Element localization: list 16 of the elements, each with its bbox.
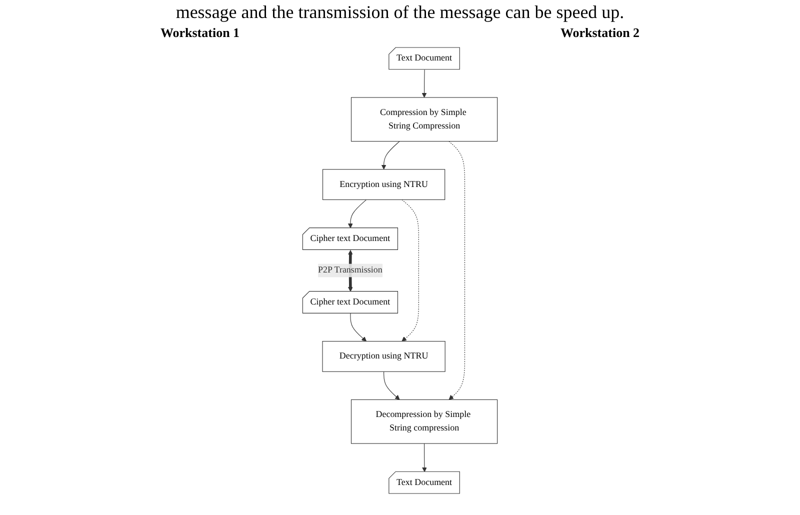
node-box: Encryption using NTRU bbox=[322, 169, 446, 200]
node-box: Decryption using NTRU bbox=[322, 341, 446, 372]
arrow bbox=[422, 69, 427, 98]
arrow bbox=[384, 371, 400, 400]
node-box: Compression by Simple String Compression bbox=[350, 97, 498, 142]
arrow bbox=[422, 443, 427, 472]
node-box: Decompression by Simple String compression bbox=[350, 399, 498, 444]
body-text: message and the transmission of the message can be speed up. bbox=[174, 2, 626, 23]
arrow bbox=[348, 199, 367, 228]
arrow bbox=[448, 141, 466, 400]
column-heading: Workstation 1 bbox=[160, 25, 240, 41]
arrow bbox=[402, 199, 419, 342]
arrow bbox=[381, 141, 400, 170]
arrow bbox=[350, 313, 367, 342]
column-heading: Workstation 2 bbox=[560, 25, 640, 41]
edge-label: P2P Transmission bbox=[318, 265, 382, 275]
